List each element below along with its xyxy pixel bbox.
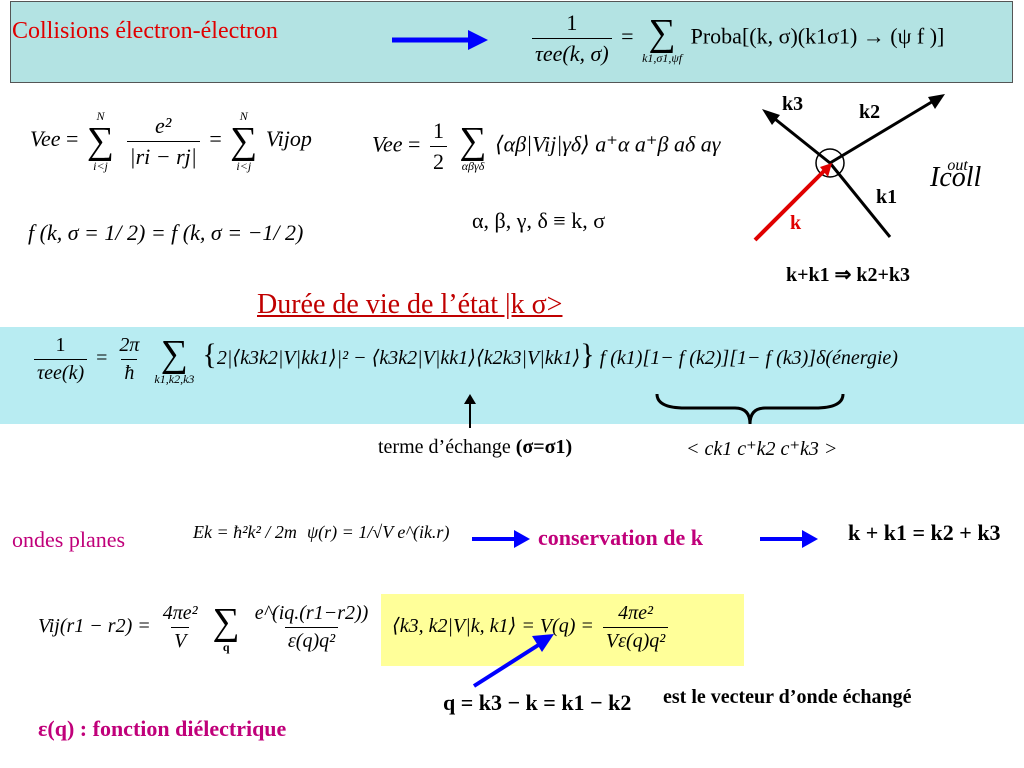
dielectric-function: ε(q) : fonction diélectrique (38, 716, 287, 741)
q-definition: q = k3 − k = k1 − k2 (443, 690, 632, 715)
lifetime-heading: Durée de vie de l’état |k σ> (257, 289, 563, 320)
scattering-diagram (753, 94, 945, 242)
energy-equation: Ek = ħ²k² / 2m (193, 522, 297, 542)
greek-equivalence: α, β, γ, δ ≡ k, σ (472, 208, 606, 233)
momentum-conservation: k + k1 = k2 + k3 (848, 520, 1001, 545)
wavefunction-equation: ψ(r) = 1/√V e^(ik.r) (307, 522, 450, 542)
operator-product: < ck1 c⁺k2 c⁺k3 > (686, 438, 838, 460)
spin-symmetry-equation: f (k, σ = 1/ 2) = f (k, σ = −1/ 2) (28, 220, 304, 245)
title-box (10, 1, 1013, 83)
label-k: k (790, 212, 802, 234)
reaction-equation: k+k1 ⇒ k2+k3 (786, 264, 911, 286)
vee-equation: Vee = N∑i<j e²|ri − rj| = N∑i<j Vijop (30, 109, 312, 173)
q-description: est le vecteur d’onde échangé (663, 686, 912, 708)
label-k2: k2 (859, 101, 881, 123)
title-arrow-icon (392, 30, 488, 50)
exchange-arrow-icon (464, 394, 476, 428)
conservation-label: conservation de k (538, 525, 703, 550)
header-equation: 1 τee(k, σ) = ∑k1,σ1,ψf Proba[(k, σ)(k1σ… (528, 10, 944, 67)
label-k1: k1 (876, 186, 898, 208)
label-k3: k3 (782, 93, 804, 115)
arrow-to-conservation-icon (472, 530, 530, 548)
plane-waves-label: ondes planes (12, 527, 126, 552)
slide-title: Collisions électron-électron (12, 18, 278, 44)
exchange-term: terme d’échange (σ=σ1) (378, 436, 573, 458)
lifetime-box (0, 327, 1024, 424)
collision-integral: Icollout (930, 156, 982, 193)
arrow-to-result-icon (760, 530, 818, 548)
highlight-box (381, 594, 744, 666)
brace-icon (655, 393, 845, 425)
q-arrow-icon (472, 634, 554, 688)
